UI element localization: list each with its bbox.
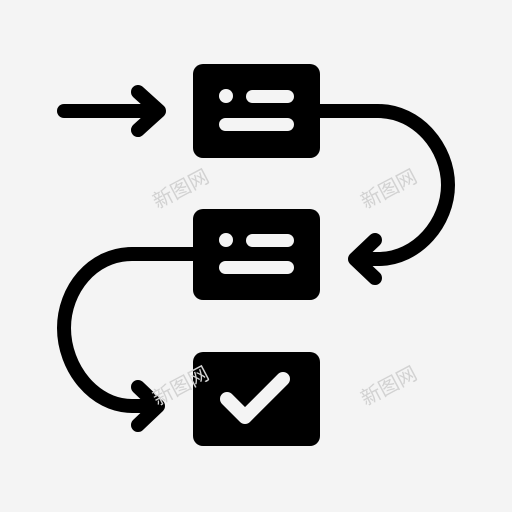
list-line: [246, 234, 294, 247]
bullet-dot: [219, 233, 233, 247]
list-line: [219, 118, 294, 131]
entry-arrow-icon: [57, 85, 166, 137]
curved-arrow-step1-to-step2-icon: [313, 104, 455, 285]
list-line: [219, 261, 294, 274]
step-2-list-card: [193, 209, 320, 300]
curved-arrow-step2-to-step3-icon: [57, 247, 200, 432]
bullet-dot: [219, 89, 233, 103]
step-3-check-card: [193, 352, 320, 446]
check-icon: [220, 372, 290, 424]
list-line: [246, 90, 294, 103]
step-1-list-card: [193, 64, 320, 158]
